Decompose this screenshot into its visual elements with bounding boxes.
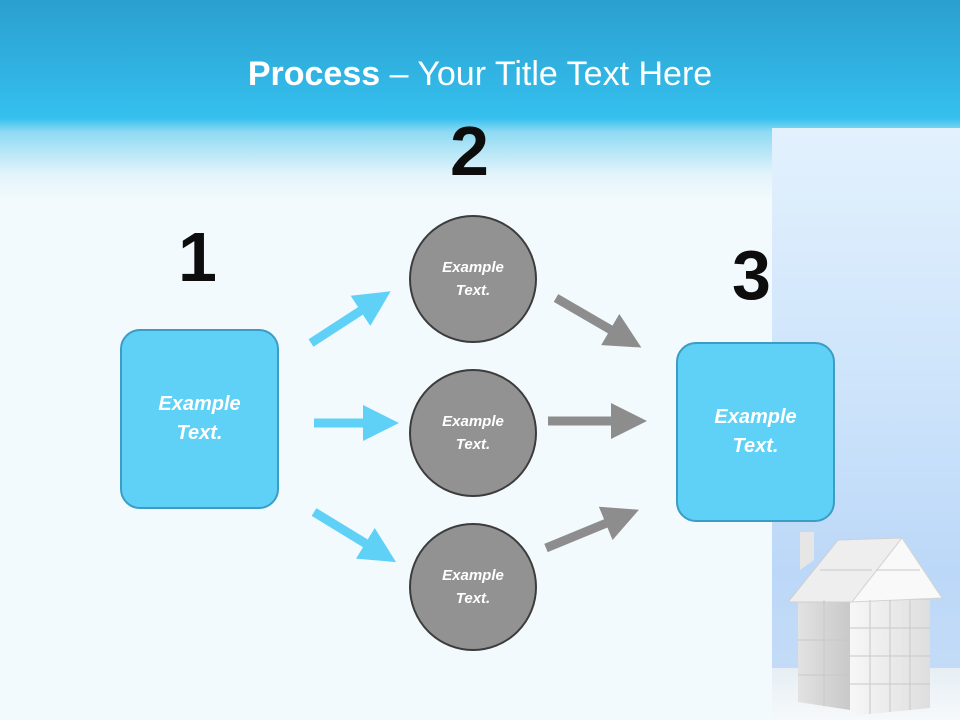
- process-circle-bottom-line2: Text.: [455, 590, 491, 607]
- process-circle-top: Example Text.: [409, 215, 537, 343]
- slide-title: Process – Your Title Text Here: [0, 52, 960, 96]
- step-number-3: 3: [732, 236, 771, 314]
- arrow-gray-down: [553, 294, 642, 348]
- title-rest-part: – Your Title Text Here: [380, 55, 713, 93]
- puzzle-house-icon: [786, 532, 943, 716]
- process-box-right-line2: Text.: [732, 435, 779, 457]
- title-bold-part: Process: [247, 55, 381, 93]
- process-circle-bottom-line1: Example: [442, 567, 504, 584]
- process-box-right-line1: Example: [714, 406, 797, 428]
- arrow-blue-down: [311, 508, 397, 563]
- process-circle-middle: Example Text.: [409, 369, 537, 497]
- step-number-1: 1: [178, 218, 217, 296]
- process-circle-middle-line2: Text.: [455, 436, 491, 453]
- process-box-left-line2: Text.: [176, 422, 223, 444]
- process-circle-bottom: Example Text.: [409, 523, 537, 651]
- arrow-gray-up: [544, 506, 639, 553]
- process-circle-top-line2: Text.: [455, 282, 491, 299]
- process-box-left: Example Text.: [120, 329, 279, 509]
- process-box-left-line1: Example: [158, 393, 241, 415]
- process-circle-top-line1: Example: [442, 259, 504, 276]
- process-circle-middle-line1: Example: [442, 413, 504, 430]
- step-number-2: 2: [450, 112, 489, 190]
- arrow-blue-up: [308, 291, 391, 347]
- process-box-right: Example Text.: [676, 342, 835, 522]
